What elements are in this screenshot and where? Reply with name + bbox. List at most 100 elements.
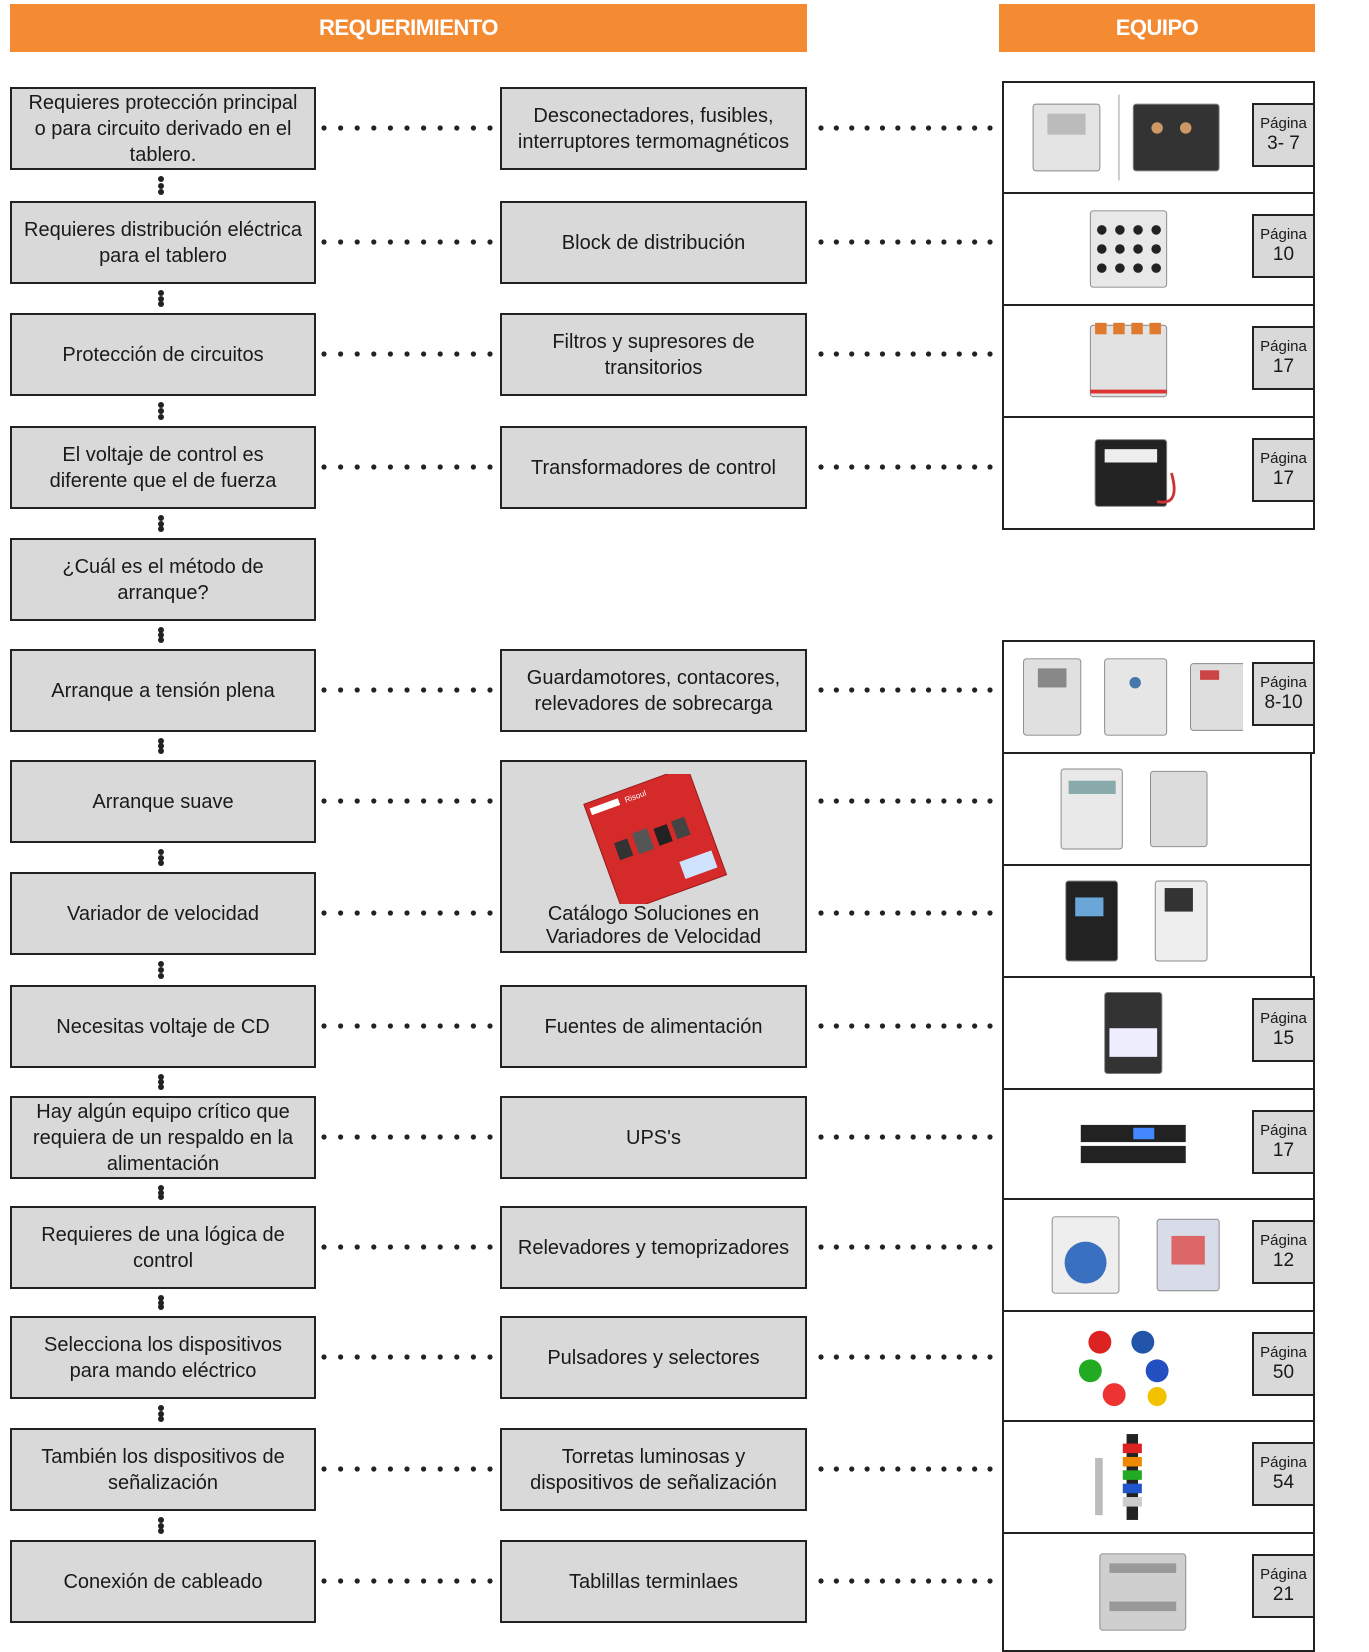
connector-dot <box>158 1405 164 1411</box>
connector-dots-right <box>818 687 993 693</box>
connector-dot <box>158 1410 164 1417</box>
catalog-caption: Catálogo Soluciones en Variadores de Vel… <box>545 903 762 948</box>
requirement-text: Protección de circuitos <box>62 343 264 366</box>
solution-text: UPS's <box>626 1126 681 1149</box>
solution-box[interactable]: Block de distribución <box>500 201 807 284</box>
requirement-text: Hay algún equipo crítico que requiera de… <box>32 1100 294 1175</box>
requirement-box[interactable]: También los dispositivos de señalización <box>10 1428 316 1511</box>
solution-box[interactable]: Tablillas terminlaes <box>500 1540 807 1623</box>
requirement-box[interactable]: Necesitas voltaje de CD <box>10 985 316 1068</box>
connector-dots-left <box>321 1244 493 1250</box>
connector-dot <box>158 632 164 638</box>
requirement-box[interactable]: El voltaje de control es diferente que e… <box>10 426 316 509</box>
connector-dot <box>158 182 164 189</box>
requirement-box[interactable]: ¿Cuál es el método de arranque? <box>10 538 316 621</box>
equipment-header: EQUIPO <box>999 4 1315 52</box>
solution-text: Pulsadores y selectores <box>547 1346 760 1369</box>
page-label: Página <box>1260 1232 1307 1249</box>
connector-dot <box>158 526 164 532</box>
requirement-text: Necesitas voltaje de CD <box>56 1015 270 1038</box>
connector-dot <box>158 515 164 521</box>
requirement-box[interactable]: Variador de velocidad <box>10 872 316 955</box>
requirement-box[interactable]: Protección de circuitos <box>10 313 316 396</box>
connector-dot <box>158 1295 164 1301</box>
stack-light-photo <box>1014 1428 1243 1526</box>
surge-suppressor-photo <box>1014 312 1243 410</box>
connector-dot <box>158 973 164 979</box>
equipment-cell[interactable] <box>1002 864 1312 978</box>
connector-dots-right <box>818 1023 993 1029</box>
solution-text: Desconectadores, fusibles, interruptores… <box>517 104 790 153</box>
requirement-box[interactable]: Arranque a tensión plena <box>10 649 316 732</box>
requirement-text: El voltaje de control es diferente que e… <box>49 443 277 492</box>
solution-box[interactable]: Desconectadores, fusibles, interruptores… <box>500 87 807 170</box>
solution-box[interactable]: Filtros y supresores de transitorios <box>500 313 807 396</box>
solution-box[interactable]: Torretas luminosas y dispositivos de señ… <box>500 1428 807 1511</box>
page-number: 17 <box>1272 356 1295 377</box>
page-number: 50 <box>1272 1362 1295 1383</box>
connector-dots-left <box>321 464 493 470</box>
connector-dot <box>158 1528 164 1534</box>
solution-text: Block de distribución <box>561 231 746 254</box>
connector-dot <box>158 1517 164 1523</box>
connector-dot <box>158 961 164 967</box>
connector-dot <box>158 1522 164 1529</box>
page-number: 21 <box>1272 1584 1295 1605</box>
relay-and-timer-photos <box>1014 1206 1243 1304</box>
connector-dot <box>158 1074 164 1080</box>
page-label: Página <box>1260 1122 1307 1139</box>
connector-dot <box>158 189 164 195</box>
equipment-cell[interactable] <box>1002 752 1312 866</box>
connector-dot <box>158 748 164 754</box>
requirement-box[interactable]: Arranque suave <box>10 760 316 843</box>
connector-dots-right <box>818 464 993 470</box>
connector-dot <box>158 408 164 414</box>
connector-dots-right <box>818 1578 993 1584</box>
connector-dots-right <box>818 1244 993 1250</box>
solution-box[interactable]: UPS's <box>500 1096 807 1179</box>
page-number: 15 <box>1272 1028 1295 1049</box>
requirement-box[interactable]: Conexión de cableado <box>10 1540 316 1623</box>
solution-box[interactable]: Transformadores de control <box>500 426 807 509</box>
solution-box[interactable]: Guardamotores, contacores, relevadores d… <box>500 649 807 732</box>
connector-dot <box>158 301 164 307</box>
requirement-box[interactable]: Selecciona los dispositivos para mando e… <box>10 1316 316 1399</box>
connector-dots-left <box>321 798 493 804</box>
requirement-box[interactable]: Hay algún equipo crítico que requiera de… <box>10 1096 316 1179</box>
catalog-box[interactable]: Risoul Catálogo Soluciones en Variadores… <box>500 760 807 953</box>
connector-dot <box>158 1185 164 1191</box>
solution-text: Fuentes de alimentación <box>544 1015 763 1038</box>
requirement-box[interactable]: Requieres protección principal o para ci… <box>10 87 316 170</box>
connector-dot <box>158 1299 164 1306</box>
requirement-box[interactable]: Requieres de una lógica de control <box>10 1206 316 1289</box>
solution-box[interactable]: Pulsadores y selectores <box>500 1316 807 1399</box>
solution-box[interactable]: Relevadores y temoprizadores <box>500 1206 807 1289</box>
requirement-header: REQUERIMIENTO <box>10 4 807 52</box>
requirement-box[interactable]: Requieres distribución eléctrica para el… <box>10 201 316 284</box>
solution-box[interactable]: Fuentes de alimentación <box>500 985 807 1068</box>
connector-dot <box>158 1304 164 1310</box>
connector-dot <box>158 738 164 744</box>
